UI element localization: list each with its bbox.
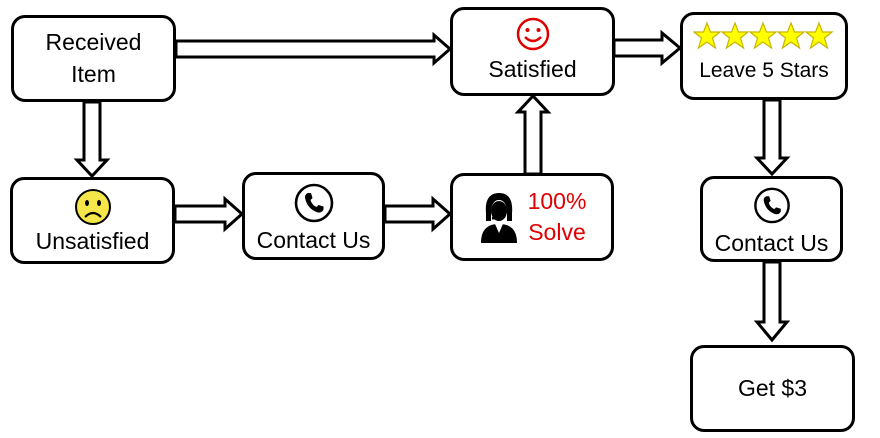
arrow-satisfied-to-stars bbox=[612, 29, 683, 67]
node-satisfied: Satisfied bbox=[450, 7, 615, 96]
node-100-solve: 100% Solve bbox=[450, 173, 614, 261]
node-contact-us-left: Contact Us bbox=[242, 172, 385, 260]
phone-icon bbox=[294, 183, 333, 223]
phone-icon bbox=[753, 187, 790, 224]
node-leave-5-stars: Leave 5 Stars bbox=[680, 12, 848, 100]
smiley-icon bbox=[516, 17, 549, 51]
contact-us-left-label: Contact Us bbox=[256, 227, 371, 253]
arrow-unsatisfied-to-contact bbox=[173, 195, 245, 233]
leave-5-stars-label: Leave 5 Stars bbox=[699, 59, 829, 82]
node-get-3: Get $3 bbox=[690, 345, 855, 432]
sad-face-icon bbox=[74, 189, 111, 225]
arrow-contact-to-solve bbox=[383, 195, 453, 233]
solve-label: 100% Solve bbox=[527, 187, 587, 245]
arrow-received-to-satisfied bbox=[174, 31, 453, 67]
arrow-contact-to-get3 bbox=[753, 260, 791, 343]
arrow-solve-to-satisfied bbox=[514, 93, 552, 176]
received-item-label: Received Item bbox=[45, 29, 142, 87]
support-agent-icon bbox=[480, 193, 517, 243]
node-received-item: Received Item bbox=[11, 15, 176, 102]
contact-us-right-label: Contact Us bbox=[714, 229, 829, 256]
get-3-label: Get $3 bbox=[737, 374, 808, 401]
node-unsatisfied: Unsatisfied bbox=[10, 177, 175, 264]
unsatisfied-label: Unsatisfied bbox=[35, 228, 150, 254]
five-stars-icon bbox=[693, 21, 834, 50]
arrow-received-to-unsatisfied bbox=[73, 100, 111, 179]
arrow-stars-to-contact bbox=[753, 98, 791, 177]
node-contact-us-right: Contact Us bbox=[700, 176, 843, 262]
satisfied-label: Satisfied bbox=[488, 56, 577, 82]
